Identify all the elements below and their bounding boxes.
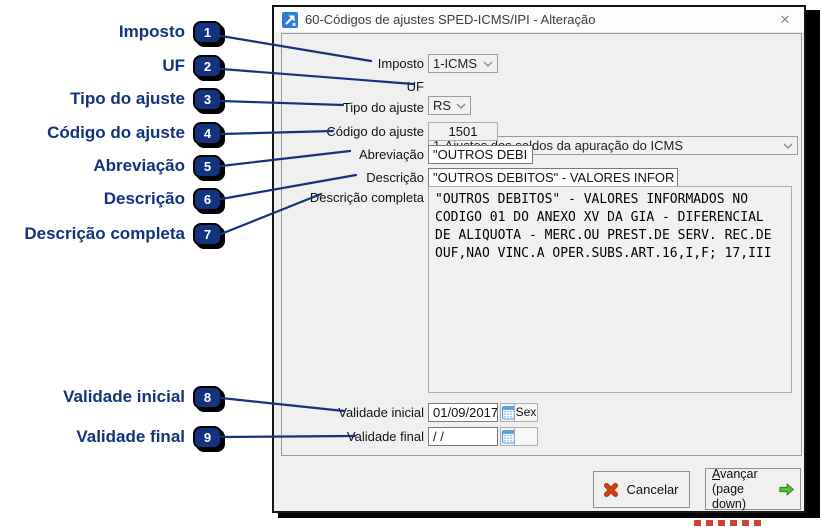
dialog-window: 60-Códigos de ajustes SPED-ICMS/IPI - Al… (272, 5, 806, 513)
annotation-label: Descrição completa (24, 224, 185, 243)
chevron-down-icon (783, 143, 793, 149)
annotation-badge-2: 2 (193, 54, 222, 78)
annotation-badge-7: 7 (193, 222, 222, 246)
annotation-descricao: Descrição 6 (104, 184, 222, 214)
abreviacao-label: Abreviação (358, 147, 424, 162)
cancel-button[interactable]: Cancelar (593, 471, 690, 508)
descricao-completa-textarea[interactable]: "OUTROS DEBITOS" - VALORES INFORMADOS NO… (428, 186, 792, 393)
descricao-label: Descrição (366, 170, 424, 185)
close-icon: ✕ (779, 11, 791, 27)
validade-inicial-weekday-box: Sex (514, 403, 538, 422)
imposto-value: 1-ICMS (433, 56, 478, 71)
calendar-icon (501, 405, 517, 420)
annotation-imposto: Imposto 1 (119, 17, 222, 47)
window-shadow-right (806, 10, 820, 518)
advance-button-label: Avançar (page down) (712, 466, 758, 511)
annotation-label: Validade final (76, 427, 185, 446)
window-shadow-bottom (278, 513, 820, 518)
window-title: 60-Códigos de ajustes SPED-ICMS/IPI - Al… (305, 12, 596, 27)
clipped-red-artifact (694, 520, 764, 526)
validade-final-calendar-button[interactable] (500, 427, 518, 446)
uf-label: UF (406, 79, 424, 94)
annotation-label: Abreviação (93, 156, 185, 175)
form-groupbox (281, 33, 802, 456)
chevron-down-icon (483, 61, 493, 67)
annotation-label: Descrição (103, 189, 185, 208)
arrow-right-icon (779, 482, 794, 496)
abreviacao-input[interactable]: "OUTROS DEBI (428, 145, 533, 164)
advance-button[interactable]: Avançar (page down) (705, 466, 801, 511)
annotation-uf: UF 2 (162, 51, 222, 81)
titlebar: 60-Códigos de ajustes SPED-ICMS/IPI - Al… (274, 7, 804, 33)
validade-final-input[interactable]: / / (428, 427, 498, 446)
validade-inicial-label: Validade inicial (338, 405, 424, 420)
descricao-input[interactable]: "OUTROS DEBITOS" - VALORES INFOR (428, 168, 678, 187)
annotation-badge-5: 5 (193, 154, 222, 178)
tipo-do-ajuste-label: Tipo do ajuste (342, 100, 424, 115)
codigo-do-ajuste-input[interactable]: 1501 (428, 122, 498, 141)
annotation-label: Tipo do ajuste (70, 89, 185, 108)
annotation-badge-1: 1 (193, 20, 222, 44)
close-button[interactable]: ✕ (774, 10, 796, 30)
validade-final-label: Validade final (346, 429, 424, 444)
cancel-x-icon (604, 483, 619, 497)
annotation-badge-8: 8 (193, 385, 222, 409)
codigo-do-ajuste-label: Código do ajuste (326, 124, 424, 139)
annotation-label: Imposto (118, 22, 185, 41)
imposto-combobox[interactable]: 1-ICMS (428, 54, 498, 73)
validade-final-weekday-box (514, 427, 538, 446)
descricao-completa-label: Descrição completa (309, 190, 424, 205)
annotation-badge-6: 6 (193, 187, 222, 211)
validade-inicial-calendar-button[interactable] (500, 403, 518, 422)
chevron-down-icon (456, 103, 466, 109)
imposto-label: Imposto (377, 56, 424, 71)
annotation-badge-4: 4 (193, 121, 222, 145)
annotation-label: Validade inicial (63, 387, 185, 406)
annotation-badge-9: 9 (193, 425, 222, 449)
annotation-validade-final: Validade final 9 (76, 422, 222, 452)
annotation-label: Código do ajuste (47, 123, 185, 142)
annotation-descricao-completa: Descrição completa 7 (24, 219, 222, 249)
annotation-codigo-do-ajuste: Código do ajuste 4 (47, 118, 222, 148)
annotation-label: UF (162, 56, 185, 75)
annotation-abreviacao: Abreviação 5 (93, 151, 222, 181)
app-icon (282, 11, 298, 28)
uf-combobox[interactable]: RS (428, 96, 471, 115)
cancel-button-label: Cancelar (626, 482, 679, 497)
annotation-validade-inicial: Validade inicial 8 (63, 382, 222, 412)
uf-value: RS (433, 98, 452, 113)
validade-inicial-input[interactable]: 01/09/2017 (428, 403, 498, 422)
annotation-badge-3: 3 (193, 87, 222, 111)
annotation-tipo-do-ajuste: Tipo do ajuste 3 (70, 84, 222, 114)
